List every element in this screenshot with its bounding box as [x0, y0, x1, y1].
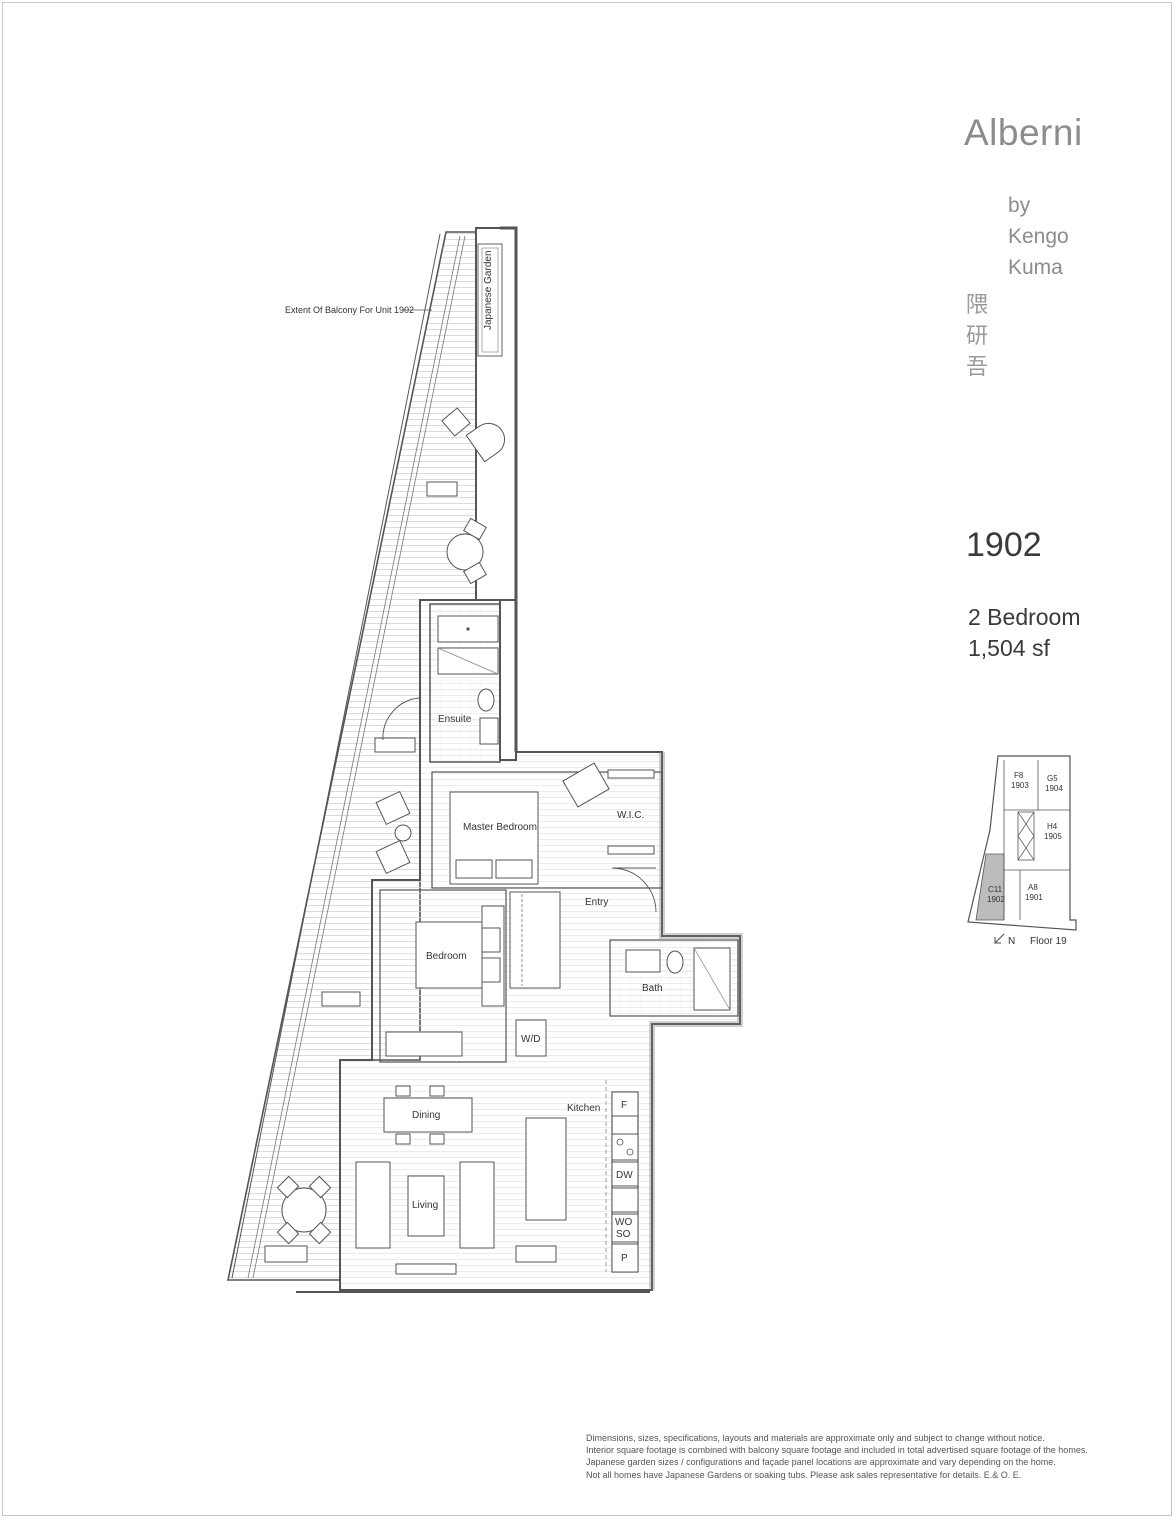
label-bath: Bath	[642, 983, 663, 994]
kanji-mark: 隈 研 吾	[966, 290, 988, 383]
label-wall-oven: WO	[615, 1217, 632, 1228]
keyplan-unit-g5-code: G5	[1047, 774, 1058, 783]
keyplan-unit-h4-code: H4	[1047, 822, 1058, 831]
unit-area: 1,504 sf	[968, 635, 1050, 661]
label-kitchen: Kitchen	[567, 1103, 600, 1114]
bath: Bath	[609, 939, 739, 1017]
north-arrow-icon	[994, 933, 1005, 944]
architect-credit: by Kengo Kuma	[1008, 190, 1069, 283]
floor-label: Floor 19	[1030, 936, 1067, 947]
project-title: Alberni	[964, 112, 1083, 153]
disclaimer-line: Interior square footage is combined with…	[586, 1445, 1088, 1456]
keyplan-unit-a8-code: A8	[1028, 883, 1038, 892]
keyplan-unit-a8-number: 1901	[1025, 893, 1043, 902]
balcony-furniture	[264, 407, 506, 1263]
entry: Entry	[585, 867, 657, 913]
ensuite: Ensuite	[382, 603, 501, 763]
label-entry: Entry	[585, 897, 608, 908]
label-japanese-garden: Japanese Garden	[483, 250, 494, 330]
disclaimer-line: Dimensions, sizes, specifications, layou…	[586, 1433, 1045, 1443]
label-living: Living	[412, 1200, 438, 1211]
label-bedroom: Bedroom	[426, 951, 467, 962]
balcony-callout: Extent Of Balcony For Unit 1902	[285, 305, 414, 315]
north-label: N	[1008, 936, 1015, 947]
dining: Dining	[383, 1085, 473, 1145]
kanji-1: 隈	[966, 293, 989, 318]
credit-line-by: by	[1008, 194, 1031, 217]
kanji-2: 研	[966, 324, 989, 349]
kanji-3: 吾	[966, 355, 989, 380]
keyplan-unit-h4-number: 1905	[1044, 832, 1062, 841]
keyplan-unit-c11-code: C11	[988, 885, 1003, 894]
unit-number: 1902	[966, 526, 1042, 564]
label-master-bedroom: Master Bedroom	[463, 822, 537, 833]
master-bedroom: Master Bedroom W.I.C.	[431, 762, 663, 889]
label-wic: W.I.C.	[617, 810, 644, 821]
label-pantry: P	[621, 1253, 628, 1264]
japanese-garden: Japanese Garden	[475, 227, 517, 601]
label-fridge: F	[621, 1100, 627, 1111]
credit-line-last: Kuma	[1008, 256, 1063, 279]
bedroom: Bedroom	[379, 889, 561, 1063]
keyplan-unit-c11-number: 1902	[987, 895, 1005, 904]
keyplan-unit-g5-number: 1904	[1045, 784, 1063, 793]
label-speed-oven: SO	[616, 1229, 631, 1240]
credit-line-first: Kengo	[1008, 225, 1069, 248]
laundry: W/D	[515, 1019, 547, 1057]
disclaimer: Dimensions, sizes, specifications, layou…	[586, 1432, 1088, 1481]
keyplan-unit-f8-number: 1903	[1011, 781, 1029, 790]
unit-bedrooms: 2 Bedroom	[968, 604, 1081, 630]
label-wd: W/D	[521, 1034, 540, 1045]
label-dishwasher: DW	[616, 1170, 633, 1181]
unit-details: 2 Bedroom 1,504 sf	[968, 602, 1081, 664]
kitchen: Kitchen F DW WO SO P	[525, 1080, 639, 1273]
label-ensuite: Ensuite	[438, 714, 472, 725]
keyplan-unit-f8-code: F8	[1014, 771, 1024, 780]
disclaimer-line: Not all homes have Japanese Gardens or s…	[586, 1469, 1022, 1480]
keyplan: F8 1903 G5 1904 H4 1905 C11 1902 A8 1901…	[967, 755, 1077, 947]
label-dining: Dining	[412, 1110, 440, 1121]
disclaimer-line: Japanese garden sizes / configurations a…	[586, 1457, 1056, 1468]
living: Living	[355, 1161, 557, 1275]
